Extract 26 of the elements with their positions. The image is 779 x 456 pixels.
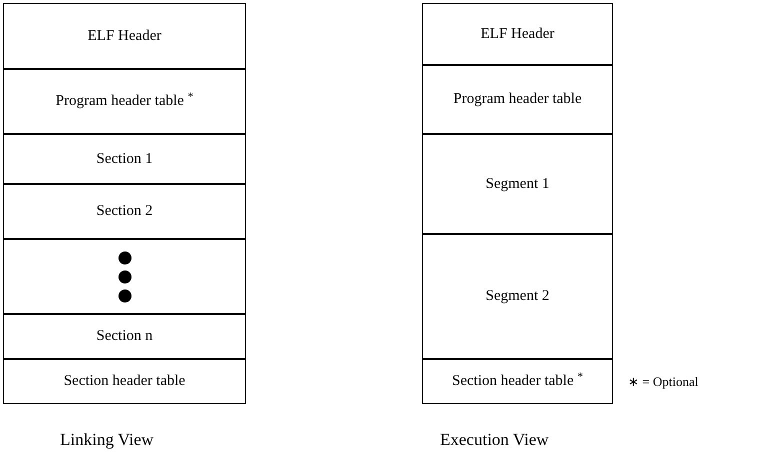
section-box bbox=[3, 359, 246, 404]
legend-note: ∗ = Optional bbox=[628, 373, 698, 391]
section-box bbox=[3, 184, 246, 239]
section-label: Section n bbox=[96, 327, 153, 346]
section-label: ELF Header bbox=[88, 26, 162, 46]
section-label: ELF Header bbox=[480, 24, 554, 44]
section-box bbox=[422, 234, 613, 359]
section-label: Segment 1 bbox=[486, 174, 550, 194]
section-label: Section header table $^{*}$ bbox=[452, 372, 583, 391]
view-caption: Execution View bbox=[440, 429, 549, 451]
section-label: Section 1 bbox=[96, 150, 153, 168]
section-box bbox=[3, 134, 246, 184]
section-box bbox=[422, 3, 613, 65]
section-box bbox=[422, 65, 613, 134]
section-label: Section header table bbox=[64, 372, 186, 391]
ellipsis-box bbox=[3, 239, 246, 314]
section-box bbox=[3, 69, 246, 134]
section-label: Program header table $^{*}$ bbox=[56, 92, 194, 111]
section-label: Program header table bbox=[453, 90, 582, 109]
section-box bbox=[3, 314, 246, 359]
section-box bbox=[422, 359, 613, 404]
section-label: Segment 2 bbox=[486, 287, 550, 306]
section-label: Section 2 bbox=[96, 202, 153, 221]
section-box bbox=[3, 3, 246, 69]
section-box bbox=[422, 134, 613, 234]
view-caption: Linking View bbox=[60, 429, 154, 451]
